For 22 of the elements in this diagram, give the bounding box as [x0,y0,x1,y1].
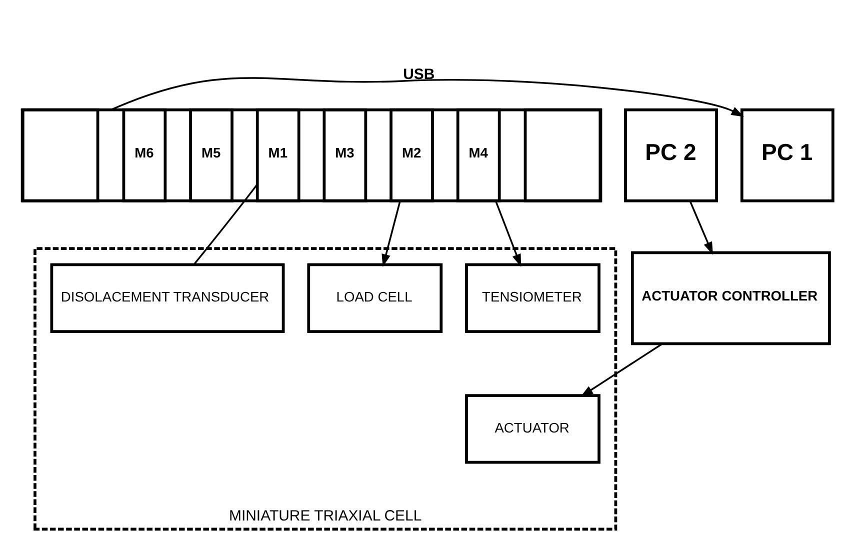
node-box [524,108,602,202]
node-box: M2 [390,108,434,202]
node-box: M1 [256,108,300,202]
arrow [382,200,401,267]
arrow [689,200,713,255]
node-box: M5 [189,108,234,202]
arrow [580,343,663,397]
node-box: PC 2 [624,108,718,202]
node-box: ACTUATOR [465,394,600,464]
node-box: DISOLACEMENT TRANSDUCER [50,263,285,333]
edge-label: USB [403,66,435,84]
node-box: TENSIOMETER [465,263,600,333]
node-box: M4 [456,108,501,202]
node-box: M6 [122,108,167,202]
arrow [494,200,522,267]
connector [193,184,258,266]
node-box: ACTUATOR CONTROLLER [630,251,831,346]
node-box: M3 [322,108,368,202]
arrow [110,77,744,117]
node-box: PC 1 [740,108,834,202]
node-box: LOAD CELL [307,263,443,333]
node-box [21,108,100,202]
